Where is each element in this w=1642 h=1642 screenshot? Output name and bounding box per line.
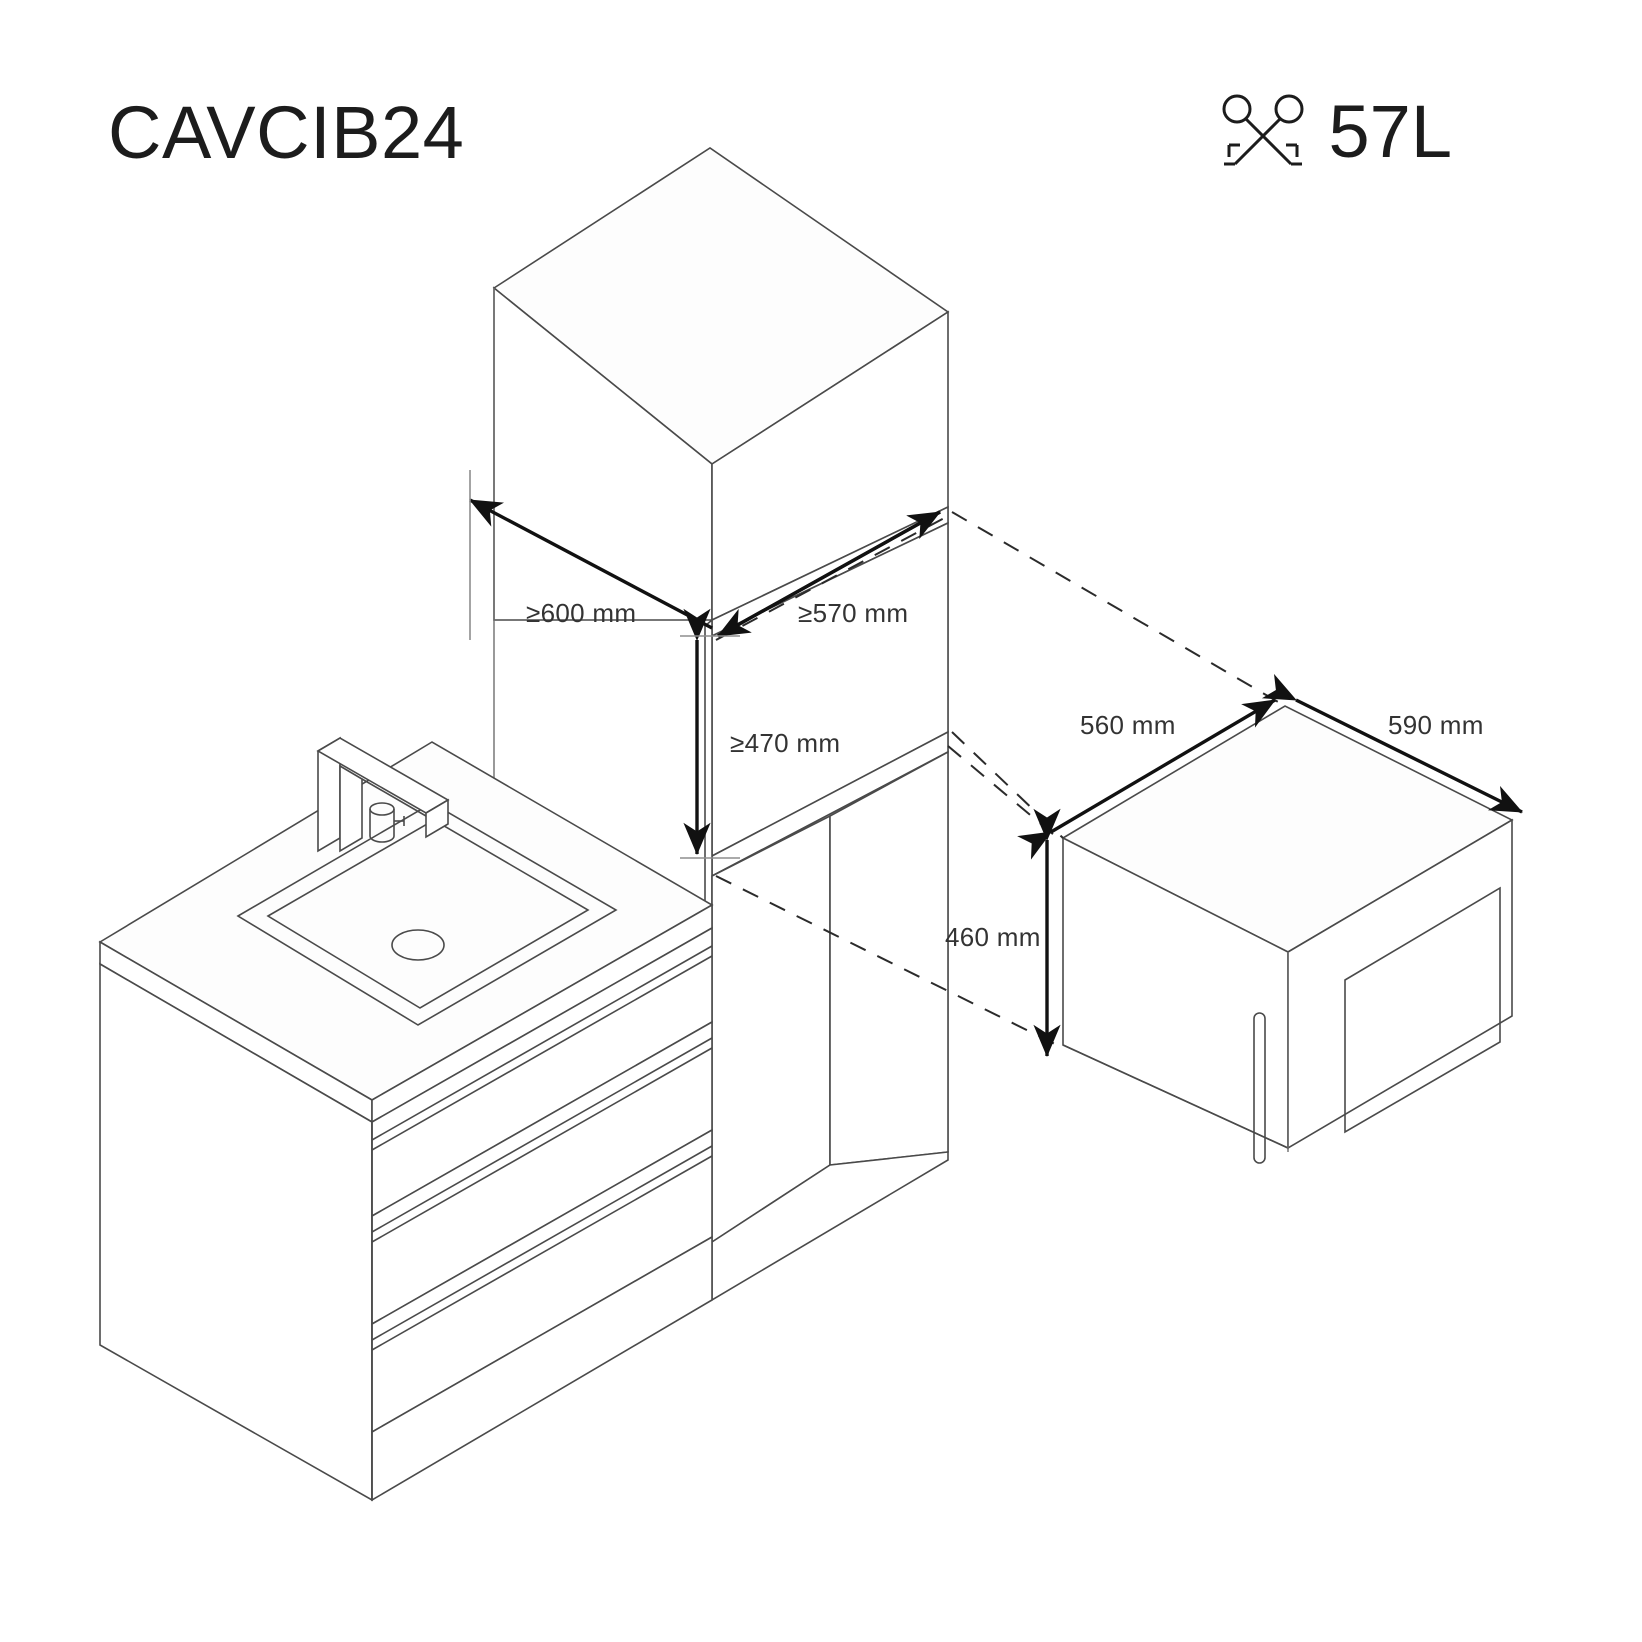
dimension-niche-opening-height (680, 608, 740, 859)
dimension-label-appliance-height: 460 mm (945, 922, 1041, 952)
vertical-door-handle (1253, 1012, 1266, 1164)
dimension-niche-depth (717, 510, 941, 638)
page-title: CAVCIB24 (108, 91, 465, 174)
glass-door-panel (1344, 886, 1501, 1134)
capacity-label: 57L (1328, 90, 1452, 173)
square-wall-faucet (316, 736, 450, 853)
dimension-label-appliance-width: 560 mm (1080, 710, 1176, 740)
dimension-label-niche-height: ≥600 mm (526, 598, 637, 628)
dimension-label-niche-opening-height: ≥470 mm (730, 728, 841, 758)
capacity-group: 57L (1215, 92, 1452, 172)
crossed-keys-icon (1222, 94, 1304, 166)
dimension-label-niche-depth: ≥570 mm (798, 598, 909, 628)
sheet-header: CAVCIB24 57L (0, 0, 1642, 220)
dimension-niche-height (469, 470, 713, 640)
dimension-appliance-width (1017, 698, 1276, 860)
upper-wall-cabinet (492, 147, 950, 622)
vanity-cabinet-with-drawers (99, 926, 713, 1502)
dimension-appliance-depth (1261, 673, 1523, 814)
vanity-countertop (98, 741, 714, 1124)
dimension-label-appliance-depth: 590 mm (1388, 710, 1484, 740)
